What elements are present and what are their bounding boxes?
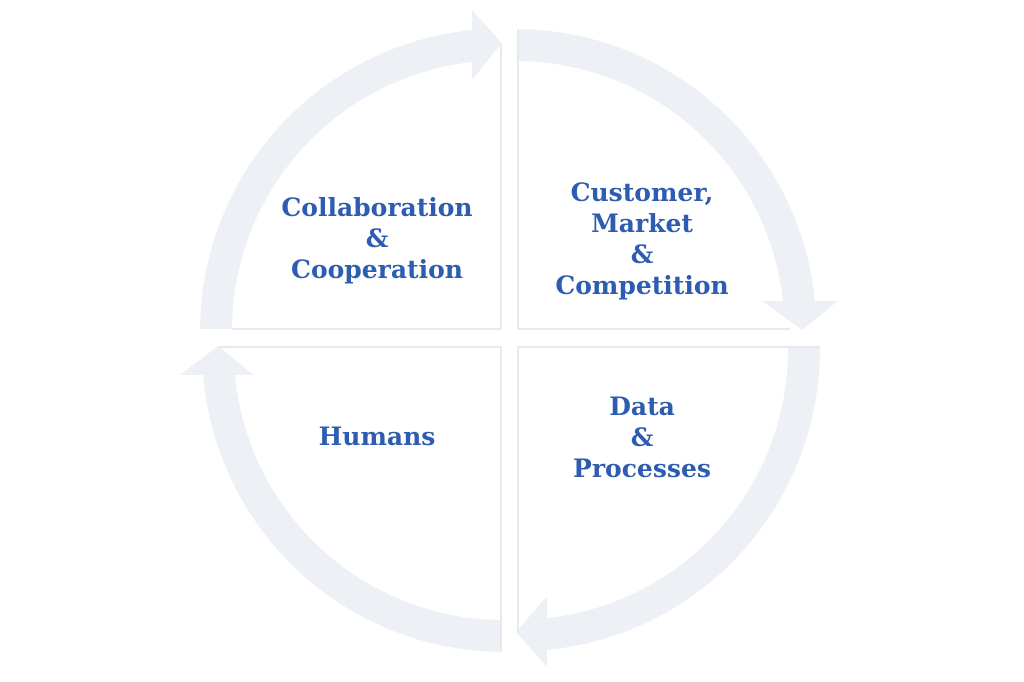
quadrant-label-humans: Humans xyxy=(247,421,507,452)
quadrant-label-line: & xyxy=(630,240,654,269)
quadrant-label-line: Cooperation xyxy=(291,255,463,284)
quadrant-label-data: Data & Processes xyxy=(512,391,772,484)
arrow-arc-bottom-left xyxy=(180,346,500,652)
quadrant-label-line: Processes xyxy=(573,454,711,483)
quadrant-label-line: Competition xyxy=(555,271,729,300)
quadrant-label-line: Humans xyxy=(318,422,436,451)
quadrant-label-line: & xyxy=(365,224,389,253)
quadrant-label-customer: Customer, Market & Competition xyxy=(512,177,772,301)
arrow-arc-top-right xyxy=(518,29,838,330)
quadrant-label-line: Market xyxy=(591,209,693,238)
quadrant-label-line: & xyxy=(630,423,654,452)
quadrant-label-collaboration: Collaboration & Cooperation xyxy=(247,192,507,285)
quadrant-label-line: Collaboration xyxy=(281,193,473,222)
arrow-arc-top-left xyxy=(200,10,502,329)
quadrant-label-line: Data xyxy=(609,392,675,421)
arrow-arc-bottom-right xyxy=(516,347,821,667)
quadrant-label-line: Customer, xyxy=(570,178,714,207)
